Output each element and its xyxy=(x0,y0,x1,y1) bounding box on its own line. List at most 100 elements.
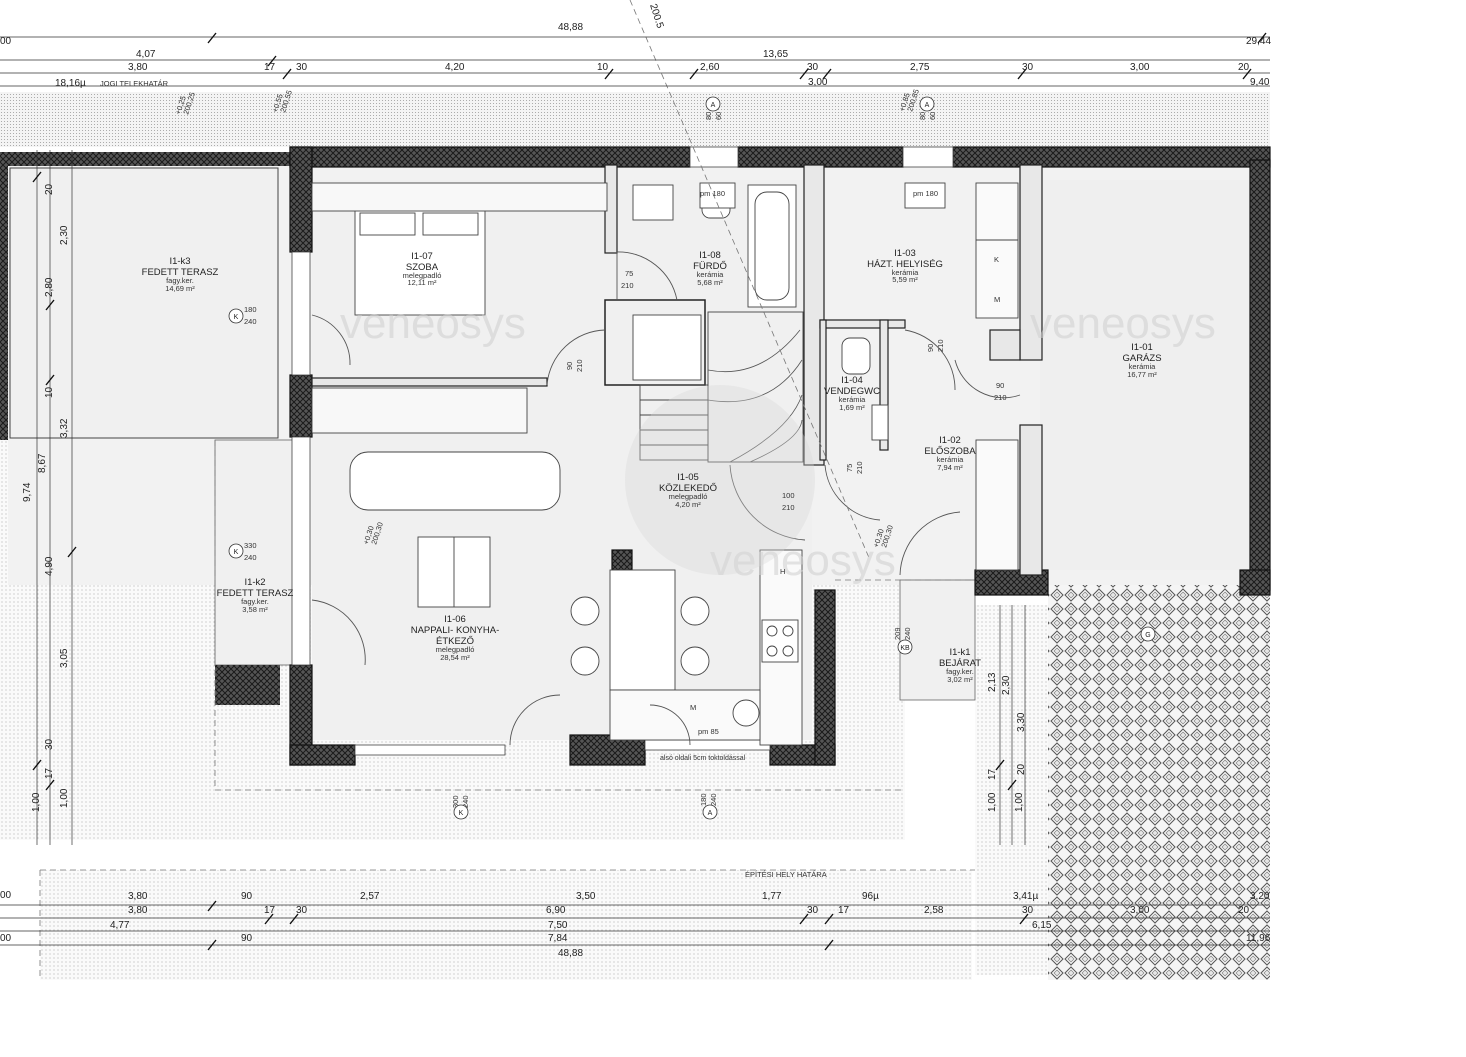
svg-text:2,57: 2,57 xyxy=(360,891,380,902)
svg-text:30: 30 xyxy=(296,62,308,73)
svg-text:240: 240 xyxy=(709,793,718,806)
svg-text:3,32: 3,32 xyxy=(59,418,70,438)
svg-text:I1-04: I1-04 xyxy=(841,375,863,386)
svg-text:10: 10 xyxy=(597,62,609,73)
right-dimensions: 2,13 2,30 3,30 17 1,00 1,00 20 xyxy=(987,672,1027,812)
svg-text:2,13: 2,13 xyxy=(987,672,998,692)
svg-text:11,96: 11,96 xyxy=(1246,933,1271,944)
room-label-k2: I1-k2 FEDETT TERASZ fagy.ker. 3,58 m² xyxy=(217,577,294,614)
svg-text:H: H xyxy=(780,567,785,576)
svg-text:10: 10 xyxy=(44,386,55,398)
svg-text:fagy.ker.: fagy.ker. xyxy=(946,667,974,676)
svg-text:kerámia: kerámia xyxy=(892,268,920,277)
svg-text:18,16µ: 18,16µ xyxy=(55,78,86,89)
svg-text:3,50: 3,50 xyxy=(576,891,596,902)
site-strip-bottom xyxy=(40,870,972,980)
svg-text:16,77 m²: 16,77 m² xyxy=(1127,370,1157,379)
room-label-108: I1-08 FÜRDŐ kerámia 5,68 m² xyxy=(693,250,727,287)
svg-text:5,68 m²: 5,68 m² xyxy=(697,278,723,287)
svg-text:kerámia: kerámia xyxy=(937,455,965,464)
svg-text:100: 100 xyxy=(782,491,795,500)
terrace-wall-left xyxy=(0,165,8,440)
svg-text:3,80: 3,80 xyxy=(128,905,148,916)
sofa xyxy=(349,451,561,511)
svg-text:K: K xyxy=(459,810,464,817)
svg-text:melegpadló: melegpadló xyxy=(669,492,708,501)
svg-text:1,00: 1,00 xyxy=(1014,792,1025,812)
svg-text:210: 210 xyxy=(621,281,634,290)
svg-text:20: 20 xyxy=(44,183,55,195)
svg-text:GARÁZS: GARÁZS xyxy=(1122,353,1161,364)
svg-text:28,54 m²: 28,54 m² xyxy=(440,653,470,662)
svg-text:9,40: 9,40 xyxy=(1250,77,1270,88)
svg-text:K: K xyxy=(994,255,999,264)
marker-a-top-right: A xyxy=(919,96,935,112)
svg-text:G: G xyxy=(1145,632,1150,639)
svg-text:4,07: 4,07 xyxy=(136,49,156,60)
svg-text:9,74: 9,74 xyxy=(22,482,33,502)
dashed-lines xyxy=(39,0,975,980)
svg-text:4,20: 4,20 xyxy=(445,62,465,73)
svg-text:330: 330 xyxy=(244,541,257,550)
svg-text:30: 30 xyxy=(807,62,819,73)
svg-text:2,58: 2,58 xyxy=(924,905,944,916)
svg-text:NAPPALI- KONYHA-: NAPPALI- KONYHA- xyxy=(411,625,500,636)
svg-text:1,77: 1,77 xyxy=(762,891,782,902)
room-label-101: I1-01 GARÁZS kerámia 16,77 m² xyxy=(1122,342,1161,379)
marker-k-mid: K xyxy=(228,543,244,559)
svg-text:240: 240 xyxy=(461,795,470,808)
svg-text:17: 17 xyxy=(264,62,276,73)
svg-text:2,30: 2,30 xyxy=(59,225,70,245)
svg-text:alsó oldali 5cm toktoldással: alsó oldali 5cm toktoldással xyxy=(660,755,746,762)
svg-text:kerámia: kerámia xyxy=(839,395,867,404)
svg-text:17: 17 xyxy=(987,768,998,780)
svg-text:48,88: 48,88 xyxy=(558,22,583,33)
svg-text:210: 210 xyxy=(855,461,864,474)
svg-text:3,20: 3,20 xyxy=(1250,891,1270,902)
svg-text:1,00: 1,00 xyxy=(987,792,998,812)
svg-text:VENDEGWC: VENDEGWC xyxy=(824,386,880,397)
svg-text:240: 240 xyxy=(244,317,257,326)
dimension-lines xyxy=(0,36,1270,946)
svg-text:3,41µ: 3,41µ xyxy=(1013,891,1038,902)
marker-k-top: K xyxy=(228,308,244,324)
svg-text:00: 00 xyxy=(0,890,12,901)
svg-text:I1-01: I1-01 xyxy=(1131,342,1153,353)
svg-text:pm 180: pm 180 xyxy=(913,189,938,198)
svg-text:12,11 m²: 12,11 m² xyxy=(407,278,437,287)
svg-text:240: 240 xyxy=(244,553,257,562)
svg-text:300: 300 xyxy=(451,795,460,808)
svg-text:JOGI TELEKHATÁR: JOGI TELEKHATÁR xyxy=(100,79,169,88)
svg-text:3,80: 3,80 xyxy=(128,62,148,73)
site-area-far-left xyxy=(0,585,38,840)
marker-a-bottom: A xyxy=(702,804,718,820)
svg-text:fagy.ker.: fagy.ker. xyxy=(241,597,269,606)
room-label-k3: I1-k3 FEDETT TERASZ fagy.ker. 14,69 m² xyxy=(142,256,219,293)
svg-text:melegpadló: melegpadló xyxy=(436,645,475,654)
svg-text:48,88: 48,88 xyxy=(558,948,583,959)
dining-table xyxy=(609,569,676,691)
entrance-k1 xyxy=(899,579,976,701)
svg-text:20: 20 xyxy=(1016,763,1027,775)
svg-text:60: 60 xyxy=(714,112,723,120)
driveway-strip xyxy=(975,605,1048,975)
svg-text:SZOBA: SZOBA xyxy=(406,262,439,273)
svg-text:I1-02: I1-02 xyxy=(939,435,961,446)
svg-text:210: 210 xyxy=(782,503,795,512)
svg-text:180: 180 xyxy=(699,793,708,806)
room-label-k1: I1-k1 BEJÁRAT fagy.ker. 3,02 m² xyxy=(939,647,981,684)
svg-text:FEDETT TERASZ: FEDETT TERASZ xyxy=(142,267,219,278)
svg-text:I1-k1: I1-k1 xyxy=(949,647,970,658)
svg-text:30: 30 xyxy=(1022,905,1034,916)
door-swings xyxy=(311,251,1021,746)
svg-text:75: 75 xyxy=(845,464,854,472)
svg-text:80: 80 xyxy=(704,112,713,120)
watermark: veneosys veneosys veneosys xyxy=(340,299,1216,585)
svg-text:60: 60 xyxy=(928,112,937,120)
svg-text:17: 17 xyxy=(264,905,276,916)
terrace-k3 xyxy=(9,167,279,439)
svg-text:210: 210 xyxy=(575,359,584,372)
svg-text:A: A xyxy=(925,102,930,109)
svg-text:BEJÁRAT: BEJÁRAT xyxy=(939,658,981,669)
